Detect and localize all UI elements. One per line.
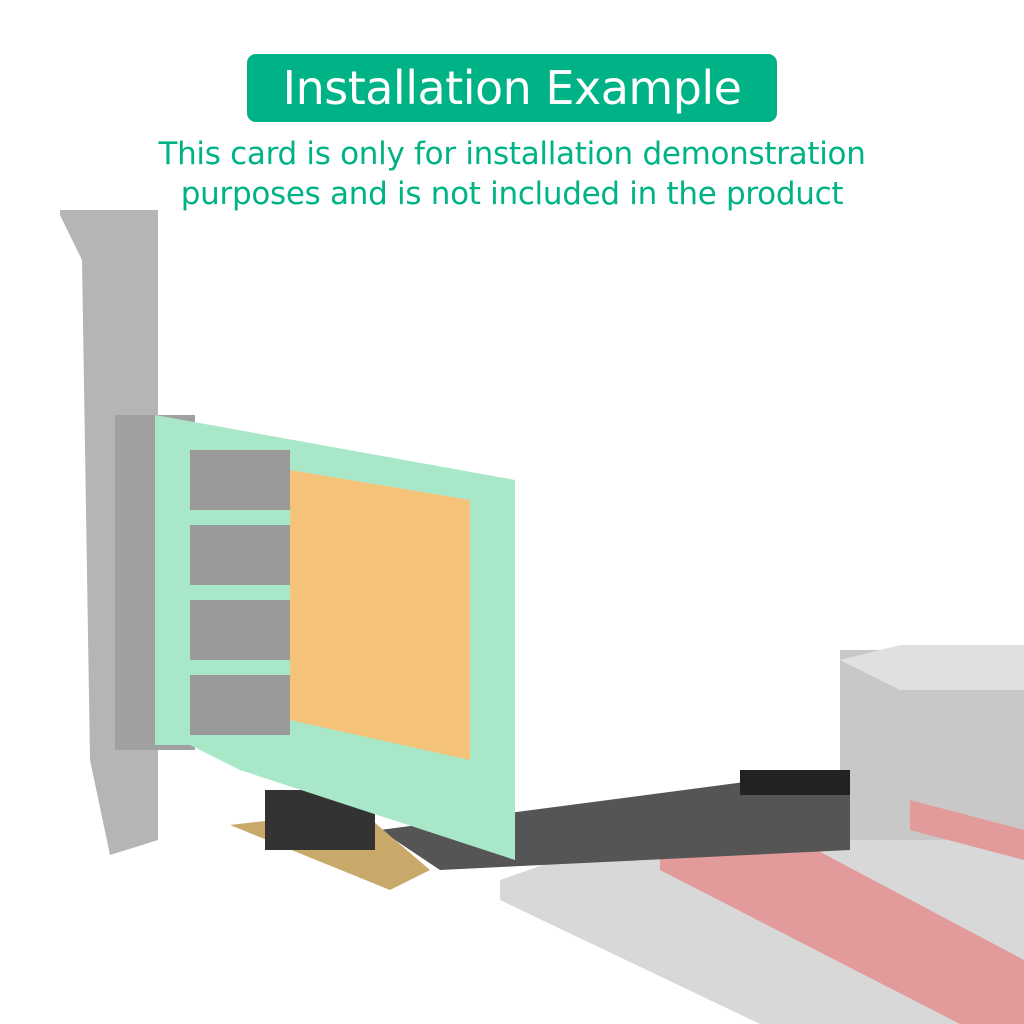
installation-example-banner: Installation Example (247, 54, 777, 122)
motherboard (500, 645, 1024, 1024)
caption-line-1: This card is only for installation demon… (158, 136, 866, 172)
heatsink (290, 470, 470, 760)
riser-connector (740, 770, 850, 795)
sff-ports (190, 450, 290, 735)
caption-line-2: purposes and is not included in the prod… (180, 176, 844, 212)
